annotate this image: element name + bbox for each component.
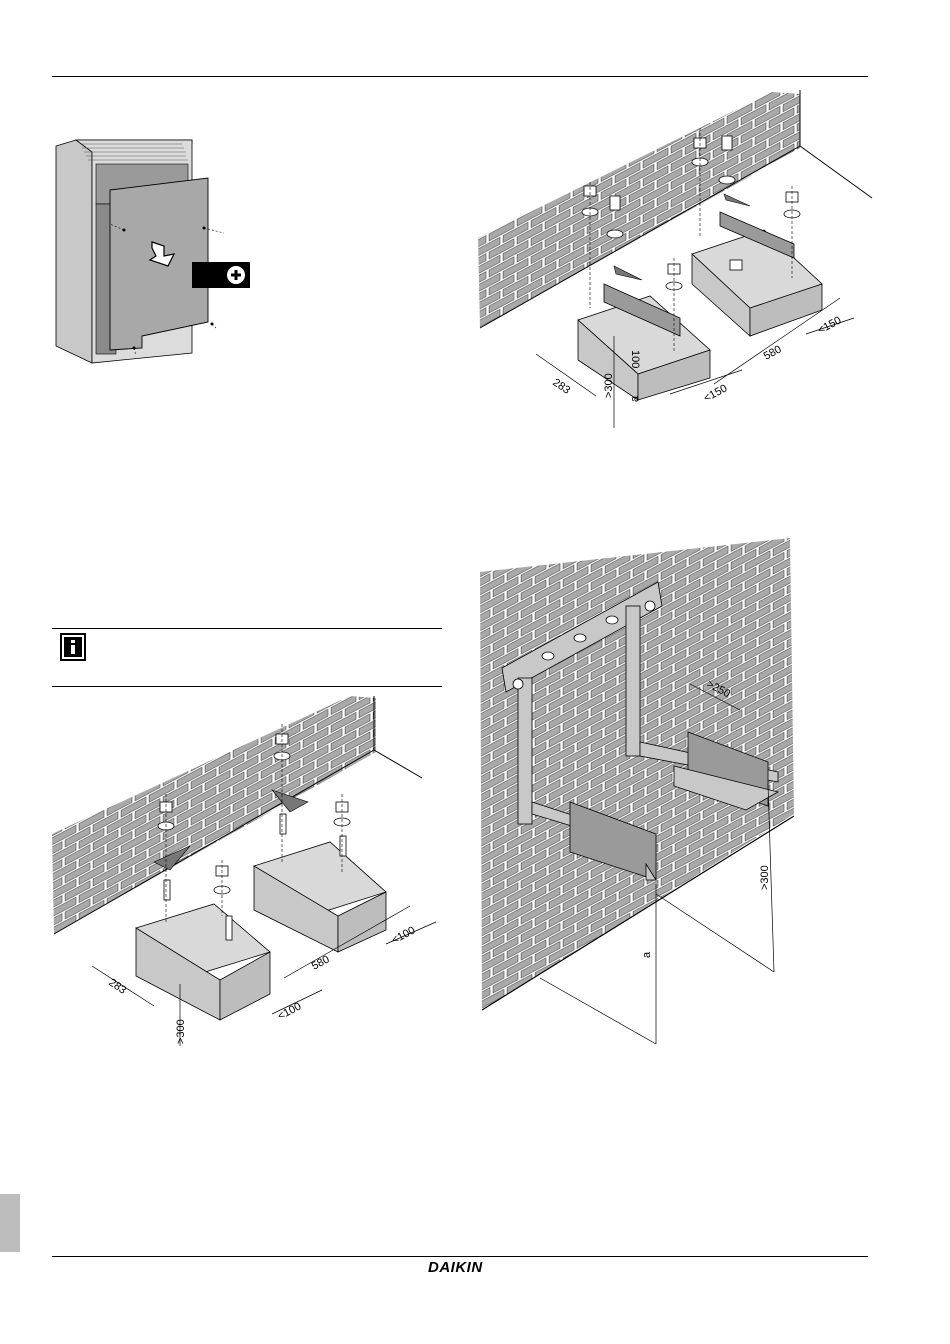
dim-spacing: 580 [310, 953, 332, 972]
header-rule [52, 76, 868, 77]
dim-edge-right: <100 [390, 924, 418, 946]
brand-logo: DAIKIN [428, 1259, 483, 1276]
dim-height: 100 [629, 350, 641, 368]
figure-floor-install-a: 283 100 >300 a <150 580 <150 [474, 88, 874, 433]
dim-depth: 283 [106, 977, 128, 997]
dim-edge-left: <100 [276, 1000, 304, 1022]
page-side-tab [0, 1194, 20, 1252]
dim-edge-left: <150 [702, 382, 730, 404]
info-icon [60, 633, 86, 661]
info-box [52, 628, 442, 687]
dim-edge-right: <150 [816, 314, 844, 336]
dim-clearance: >300 [603, 373, 615, 398]
dim-label-a: a [641, 951, 653, 958]
figure-panel-removal [52, 138, 252, 368]
figure-floor-install-b: 283 >300 <100 580 <100 [50, 694, 445, 1054]
footer-rule [52, 1256, 868, 1257]
dim-spacing: 580 [762, 343, 784, 362]
dim-clearance: >300 [759, 865, 771, 890]
dim-label-a: a [629, 395, 641, 402]
dim-depth: 283 [550, 377, 572, 397]
dim-clearance: >300 [175, 1019, 187, 1044]
info-box-top-rule [52, 628, 442, 629]
info-box-bottom-rule [52, 686, 442, 687]
figure-wall-install: >250 >300 a [478, 534, 804, 1046]
